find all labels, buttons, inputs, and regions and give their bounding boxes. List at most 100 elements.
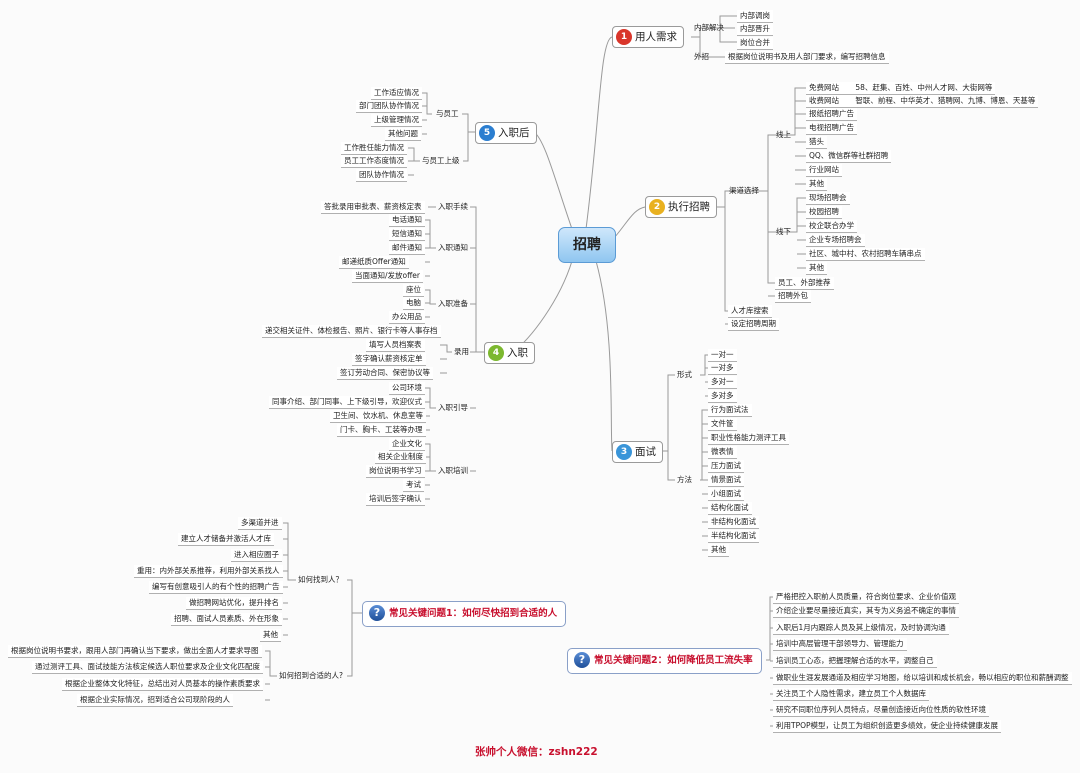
topic-node[interactable]: 座位 bbox=[403, 284, 424, 297]
topic-node[interactable]: 小组面试 bbox=[708, 488, 744, 501]
topic-node[interactable]: 签订劳动合同、保密协议等 bbox=[337, 367, 433, 380]
subtopic-form[interactable]: 形式 bbox=[677, 370, 692, 379]
topic-node[interactable]: 社区、城中村、农村招聘车辆串点 bbox=[806, 248, 925, 261]
topic-node[interactable]: 根据岗位说明书及用人部门要求，编写招聘信息 bbox=[725, 51, 889, 64]
topic-node[interactable]: 当面通知/发放offer bbox=[352, 270, 423, 283]
subtopic-guide[interactable]: 入职引导 bbox=[438, 403, 468, 412]
subtopic-external[interactable]: 外招 bbox=[694, 52, 709, 61]
topic-node[interactable]: 做职业生涯发展通道及相应学习地图，给以培训和成长机会，畅以相应的职位和薪酬调整 bbox=[773, 672, 1072, 685]
subtopic-find-fit[interactable]: 如何招到合适的人? bbox=[279, 671, 343, 680]
topic-node[interactable]: QQ、微信群等社群招聘 bbox=[806, 150, 892, 163]
topic-node[interactable]: 工作胜任能力情况 bbox=[341, 142, 407, 155]
topic-node[interactable]: 门卡、胸卡、工装等办理 bbox=[337, 424, 426, 437]
topic-node[interactable]: 半结构化面试 bbox=[708, 530, 759, 543]
topic-node[interactable]: 其他 bbox=[708, 544, 729, 557]
branch-after-onboarding[interactable]: 5 入职后 bbox=[475, 122, 537, 144]
topic-node[interactable]: 根据企业实际情况，招到适合公司现阶段的人 bbox=[77, 694, 233, 707]
topic-node[interactable]: 企业文化 bbox=[389, 438, 425, 451]
topic-node[interactable]: 同事介绍、部门同事、上下级引导，欢迎仪式 bbox=[269, 396, 425, 409]
subtopic-with-staff[interactable]: 与员工 bbox=[436, 109, 459, 118]
topic-node[interactable]: 建立人才储备并激活人才库 bbox=[178, 533, 274, 546]
subtopic-with-boss[interactable]: 与员工上级 bbox=[422, 156, 460, 165]
topic-node[interactable]: 填写人员档案表 bbox=[366, 339, 425, 352]
topic-node[interactable]: 根据企业整体文化特征，总结出对人员基本的操作素质要求 bbox=[62, 678, 263, 691]
branch-recruitment-needs[interactable]: 1 用人需求 bbox=[612, 26, 684, 48]
topic-node[interactable]: 多对多 bbox=[708, 390, 737, 403]
topic-node[interactable]: 多渠道并进 bbox=[238, 517, 282, 530]
topic-node[interactable]: 招聘外包 bbox=[775, 290, 811, 303]
topic-node[interactable]: 职业性格能力测评工具 bbox=[708, 432, 789, 445]
subtopic-online[interactable]: 线上 bbox=[776, 130, 791, 139]
topic-node[interactable]: 其他问题 bbox=[385, 128, 421, 141]
topic-node[interactable]: 递交相关证件、体检报告、照片、银行卡等人事存档 bbox=[262, 325, 441, 338]
topic-node[interactable]: 团队协作情况 bbox=[356, 169, 407, 182]
topic-node[interactable]: 其他 bbox=[806, 178, 827, 191]
topic-node[interactable]: 猎头 bbox=[806, 136, 827, 149]
topic-node[interactable]: 电脑 bbox=[403, 297, 424, 310]
topic-node[interactable]: 严格把控入职前人员质量，符合岗位要求、企业价值观 bbox=[773, 591, 959, 604]
topic-node[interactable]: 关注员工个人隐性需求，建立员工个人数据库 bbox=[773, 688, 929, 701]
topic-node[interactable]: 培训员工心态，把握理解合适的水平，调整自己 bbox=[773, 655, 937, 668]
issue-1-topic[interactable]: ? 常见关键问题1：如何尽快招到合适的人 bbox=[362, 601, 567, 627]
topic-node[interactable]: 校园招聘 bbox=[806, 206, 842, 219]
topic-node[interactable]: 微表情 bbox=[708, 446, 737, 459]
topic-node[interactable]: 公司环境 bbox=[389, 382, 425, 395]
topic-node[interactable]: 考试 bbox=[403, 479, 424, 492]
topic-node[interactable]: 短信通知 bbox=[389, 228, 425, 241]
topic-node[interactable]: 邮件通知 bbox=[389, 242, 425, 255]
topic-node[interactable]: 行业网站 bbox=[806, 164, 842, 177]
topic-node[interactable]: 结构化面试 bbox=[708, 502, 752, 515]
subtopic-training[interactable]: 入职培训 bbox=[438, 466, 468, 475]
topic-node[interactable]: 培训中高层管理干部领导力、管理能力 bbox=[773, 638, 907, 651]
topic-node[interactable]: 答批录用审批表、薪资核定表 bbox=[321, 201, 425, 214]
topic-node[interactable]: 研究不同职位序列人员特点，尽量创造接近向位性质的软性环境 bbox=[773, 704, 989, 717]
central-topic[interactable]: 招聘 bbox=[558, 227, 616, 263]
subtopic-notice[interactable]: 入职通知 bbox=[438, 243, 468, 252]
branch-interview[interactable]: 3 面试 bbox=[612, 441, 663, 463]
subtopic-internal[interactable]: 内部解决 bbox=[694, 23, 724, 32]
topic-node[interactable]: 人才库搜索 bbox=[728, 305, 772, 318]
topic-node[interactable]: 重用：内外部关系推荐，利用外部关系找人 bbox=[134, 565, 283, 578]
subtopic-hire[interactable]: 录用 bbox=[454, 347, 469, 356]
topic-node[interactable]: 压力面试 bbox=[708, 460, 744, 473]
topic-node[interactable]: 邮递纸质Offer通知 bbox=[339, 256, 409, 269]
topic-node[interactable]: 通过测评工具、面试技能方法核定候选人职位要求及企业文化匹配度 bbox=[32, 661, 263, 674]
topic-node[interactable]: 收费网站 智联、前程、中华英才、猎聘网、九博、博恩、天基等 bbox=[806, 95, 1039, 108]
issue-2-topic[interactable]: ? 常见关键问题2：如何降低员工流失率 bbox=[567, 648, 762, 674]
topic-node[interactable]: 企业专场招聘会 bbox=[806, 234, 865, 247]
topic-node[interactable]: 利用TPOP模型，让员工为组织创造更多绩效，使企业持续健康发展 bbox=[773, 720, 1002, 733]
topic-node[interactable]: 多对一 bbox=[708, 376, 737, 389]
topic-node[interactable]: 做招聘网站优化，提升排名 bbox=[186, 597, 282, 610]
topic-node[interactable]: 文件筐 bbox=[708, 418, 737, 431]
topic-node[interactable]: 部门团队协作情况 bbox=[356, 100, 422, 113]
subtopic-find-people[interactable]: 如何找到人？ bbox=[298, 575, 343, 584]
topic-node[interactable]: 招聘、面试人员素质、外在形象 bbox=[171, 613, 282, 626]
topic-node[interactable]: 设定招聘周期 bbox=[728, 318, 779, 331]
topic-node[interactable]: 根据岗位说明书要求，跟用人部门再确认当下要求，做出全面人才要求导图 bbox=[8, 645, 262, 658]
topic-node[interactable]: 员工工作态度情况 bbox=[341, 155, 407, 168]
subtopic-prep[interactable]: 入职准备 bbox=[438, 299, 468, 308]
topic-node[interactable]: 现场招聘会 bbox=[806, 192, 850, 205]
topic-node[interactable]: 一对一 bbox=[708, 349, 737, 362]
topic-node[interactable]: 岗位合并 bbox=[737, 37, 773, 50]
topic-node[interactable]: 非结构化面试 bbox=[708, 516, 759, 529]
topic-node[interactable]: 办公用品 bbox=[389, 311, 425, 324]
topic-node[interactable]: 校企联合办学 bbox=[806, 220, 857, 233]
topic-node[interactable]: 上级管理情况 bbox=[371, 114, 422, 127]
topic-node[interactable]: 介绍企业要尽量接近真实，其专为义务追不确定的事情 bbox=[773, 605, 959, 618]
topic-node[interactable]: 工作适应情况 bbox=[371, 87, 422, 100]
topic-node[interactable]: 编写有创意吸引人的有个性的招聘广告 bbox=[149, 581, 283, 594]
topic-node[interactable]: 情景面试 bbox=[708, 474, 744, 487]
subtopic-procedure[interactable]: 入职手续 bbox=[438, 202, 468, 211]
topic-node[interactable]: 员工、外部推荐 bbox=[775, 277, 834, 290]
topic-node[interactable]: 签字确认薪资核定单 bbox=[352, 353, 426, 366]
branch-onboarding[interactable]: 4 入职 bbox=[484, 342, 535, 364]
topic-node[interactable]: 入职后1月内跟踪人员及其上级情况，及时协调沟通 bbox=[773, 622, 949, 635]
topic-node[interactable]: 岗位说明书学习 bbox=[366, 465, 425, 478]
topic-node[interactable]: 一对多 bbox=[708, 362, 737, 375]
subtopic-channel[interactable]: 渠道选择 bbox=[729, 186, 759, 195]
topic-node[interactable]: 报纸招聘广告 bbox=[806, 108, 857, 121]
topic-node[interactable]: 免费网站 58、赶集、百姓、中州人才网、大街网等 bbox=[806, 82, 996, 95]
branch-execute-recruitment[interactable]: 2 执行招聘 bbox=[645, 196, 717, 218]
topic-node[interactable]: 电话通知 bbox=[389, 214, 425, 227]
